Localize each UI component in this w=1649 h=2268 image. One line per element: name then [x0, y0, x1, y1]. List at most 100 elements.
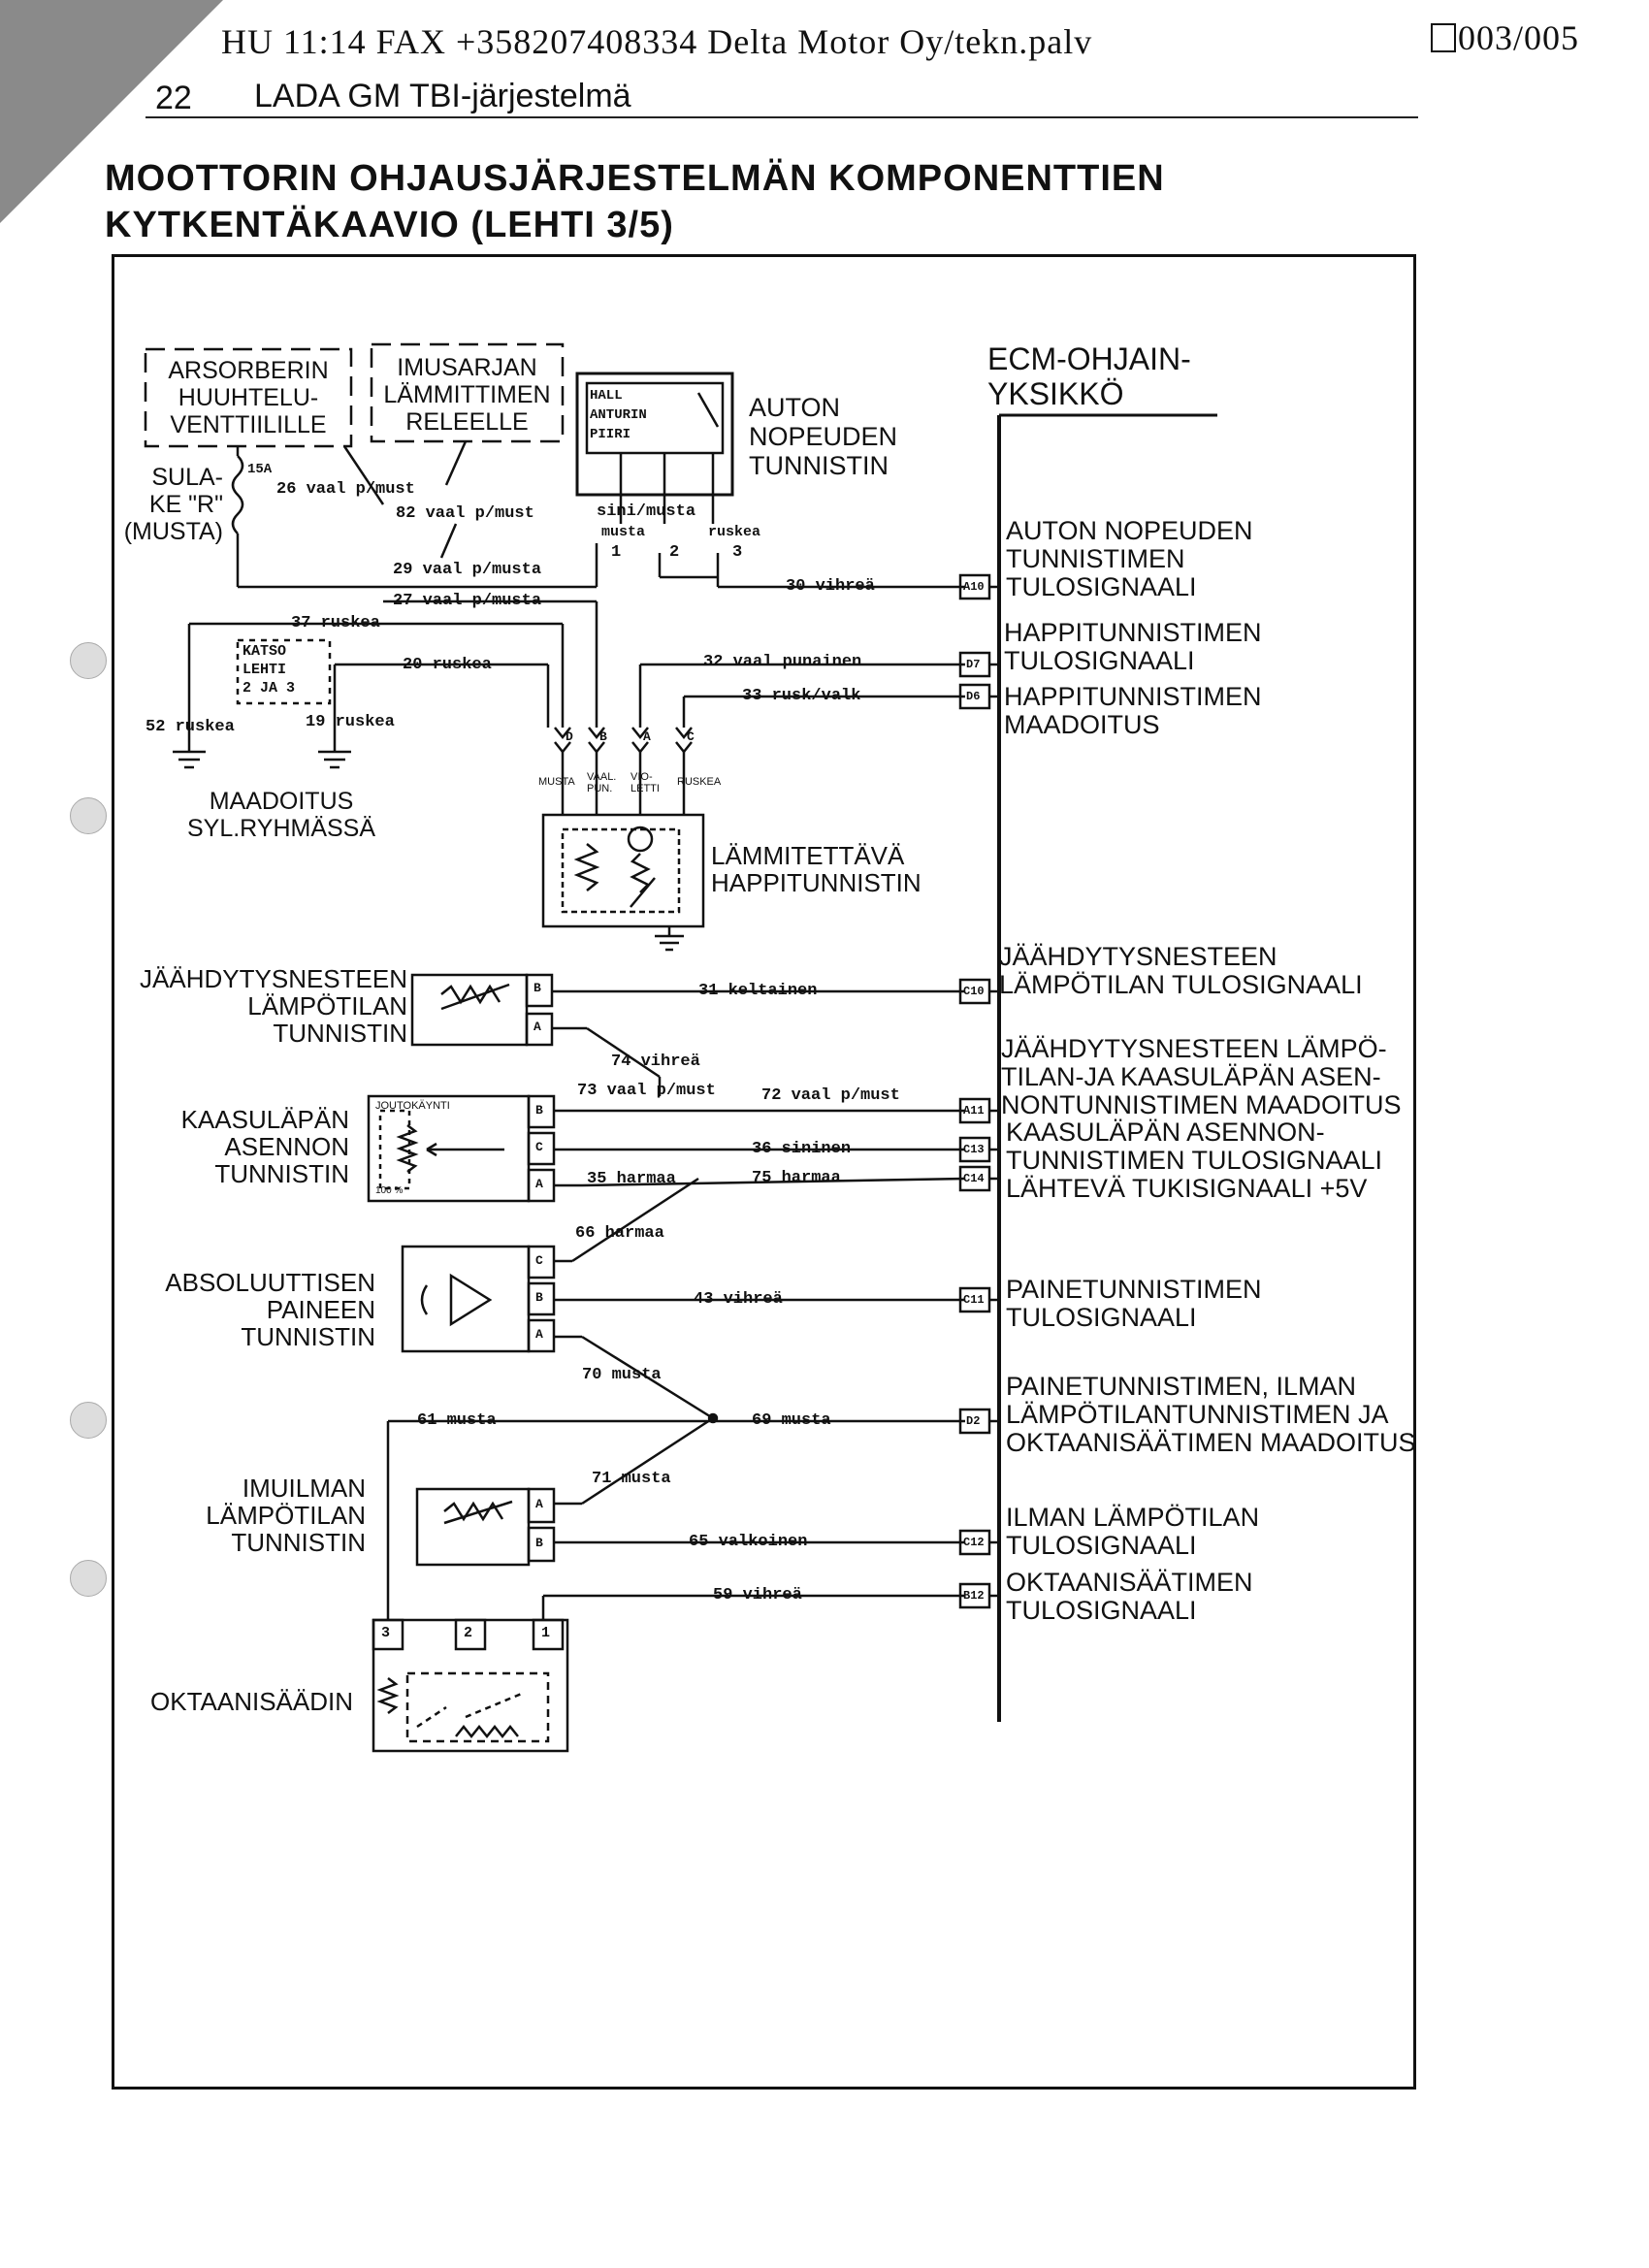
wire-label: 33 rusk/valk [742, 687, 861, 705]
label-line: KAASULÄPÄN [180, 1105, 349, 1134]
heater-resistor [573, 843, 600, 891]
pin-octane-2 [454, 1618, 487, 1651]
wire-label: 70 musta [582, 1366, 662, 1384]
ground-label: MAADOITUS SYL.RYHMÄSSÄ [165, 788, 398, 842]
connector-letter: C [687, 729, 695, 744]
wire-label: 82 vaal p/must [396, 504, 534, 523]
octane-pin-number: 2 [464, 1625, 473, 1641]
wire-label: 19 ruskea [306, 713, 395, 731]
label-line: JÄÄHDYTYSNESTEEN [140, 964, 407, 993]
label-line: TULOSIGNAALI [1006, 1303, 1197, 1332]
fax-page-counter: 003/005 [1431, 17, 1579, 58]
ecm-pin: A10 [963, 580, 985, 594]
label-line: TULOSIGNAALI [1006, 572, 1197, 601]
label-line: LÄMPÖTILANTUNNISTIMEN JA [1006, 1400, 1389, 1429]
label-line: TUNNISTIN [749, 451, 889, 480]
o2-wire-color: RUSKEA [677, 776, 722, 788]
o2-wire-color: VIO- LETTI [630, 771, 660, 794]
pin-letter: A [535, 1177, 543, 1191]
label-line: TUNNISTIN [214, 1159, 349, 1188]
wire-82-diag [439, 523, 458, 559]
ecm-pin: B12 [963, 1589, 985, 1603]
hall-switch [696, 392, 720, 428]
hall-sensor-box [575, 372, 734, 497]
binder-hole [70, 1402, 107, 1439]
label-line: MAADOITUS [1004, 710, 1160, 739]
ecm-pin: A11 [963, 1104, 985, 1118]
diagram-title: MOOTTORIN OHJAUSJÄRJESTELMÄN KOMPONENTTI… [105, 155, 1165, 248]
binder-hole [70, 797, 107, 834]
header-rule [146, 116, 1418, 118]
label-line: TUNNISTIN [231, 1528, 366, 1557]
label-line: KATSO [242, 643, 287, 660]
o2-sensor-box [541, 813, 705, 928]
wire-71 [581, 1416, 714, 1506]
wire-label: 72 vaal p/must [761, 1086, 900, 1105]
connector-letter: A [643, 729, 651, 744]
label-line: ARSORBERIN [168, 357, 329, 384]
folded-corner [0, 0, 223, 223]
label-line: JÄÄHDYTYSNESTEEN LÄMPÖ- [1001, 1034, 1387, 1063]
o2-wire-color: VAAL. PUN. [587, 771, 617, 794]
ecm-signal-map-ground: PAINETUNNISTIMEN, ILMAN LÄMPÖTILANTUNNIS… [1006, 1373, 1416, 1457]
label-line: TILAN-JA KAASULÄPÄN ASEN- [1001, 1062, 1381, 1091]
pin-letter: B [534, 981, 541, 995]
ecm-signal-iat: ILMAN LÄMPÖTILAN TULOSIGNAALI [1006, 1504, 1259, 1560]
wire-66 [571, 1177, 699, 1263]
label-line: SULA- [151, 464, 223, 491]
fuse-symbol [231, 455, 244, 535]
imusarja-box [370, 342, 565, 443]
wire-label: 26 vaal p/must [276, 480, 415, 499]
label-line: LÄMPÖTILAN [247, 991, 407, 1021]
wire-label: 52 ruskea [146, 718, 235, 736]
label-line: HALL [590, 388, 623, 404]
label-line: SYL.RYHMÄSSÄ [186, 815, 376, 842]
diagram-frame [112, 254, 1416, 2090]
o2-wire-color: MUSTA [538, 776, 575, 788]
wire-82-lead [444, 440, 468, 486]
tps-idle-label: JOUTOKÄYNTI [375, 1100, 450, 1112]
label-line: HAPPITUNNISTIN [711, 868, 922, 897]
label-line: PAINETUNNISTIMEN [1006, 1275, 1262, 1304]
label-line: PIIRI [590, 427, 631, 442]
wire-label: 74 vihreä [611, 1053, 700, 1071]
wire-label: 71 musta [592, 1470, 671, 1488]
see-sheet-box [236, 638, 332, 705]
label-line: AUTON NOPEUDEN [1006, 516, 1253, 545]
label-line: KAASULÄPÄN ASENNON- [1006, 1118, 1325, 1147]
wire-label: 31 keltainen [698, 982, 818, 1000]
label-line: NONTUNNISTIMEN MAADOITUS [1001, 1090, 1402, 1119]
ecm-pin: D6 [966, 690, 981, 703]
label-line: TULOSIGNAALI [1004, 646, 1195, 675]
label-line: TUNNISTIN [241, 1322, 375, 1351]
label-line: PAINEEN [266, 1295, 375, 1324]
label-line: ECM-OHJAIN- [987, 341, 1191, 376]
ecm-title: ECM-OHJAIN- YKSIKKÖ [987, 341, 1191, 411]
label-line: KE "R" [148, 491, 223, 518]
ecm-signal-tps: KAASULÄPÄN ASENNON- TUNNISTIMEN TULOSIGN… [1006, 1118, 1382, 1175]
pin-letter: B [535, 1103, 543, 1118]
wire-label: ruskea [708, 524, 761, 540]
wire-label: 37 ruskea [291, 614, 380, 632]
ecm-signal-o2: HAPPITUNNISTIMEN TULOSIGNAALI [1004, 619, 1262, 675]
wire-label: 27 vaal p/musta [393, 592, 542, 610]
page-counter-text: 003/005 [1458, 18, 1580, 57]
label-line: IMUILMAN [242, 1474, 366, 1503]
hall-circuit-box [585, 381, 725, 455]
label-line: OKTAANISÄÄTIMEN MAADOITUS [1006, 1428, 1416, 1457]
label-line: JÄÄHDYTYSNESTEEN [999, 942, 1277, 971]
ecm-signal-speed: AUTON NOPEUDEN TUNNISTIMEN TULOSIGNAALI [1006, 517, 1253, 601]
ecm-pin: D7 [966, 658, 981, 671]
arsorber-label: ARSORBERIN HUUHTELU- VENTTIILILLE [147, 357, 349, 438]
pin-iat-B [527, 1526, 556, 1563]
label-line: LÄMPÖTILAN [206, 1501, 366, 1530]
hall-circuit-label: HALL ANTURIN PIIRI [590, 386, 647, 444]
connector-letter: B [599, 729, 607, 744]
ecm-signal-o2-ground: HAPPITUNNISTIMEN MAADOITUS [1004, 683, 1262, 739]
ecm-signal-5v-reference: LÄHTEVÄ TUKISIGNAALI +5V [1006, 1174, 1368, 1203]
label-line: LÄMMITTIMEN [383, 381, 551, 408]
tps-sensor-label: KAASULÄPÄN ASENNON TUNNISTIN [136, 1106, 349, 1187]
o2-sensor-label: LÄMMITETTÄVÄ HAPPITUNNISTIN [711, 842, 922, 896]
label-line: TUNNISTIMEN [1006, 544, 1185, 573]
wire-label: musta [601, 524, 646, 540]
